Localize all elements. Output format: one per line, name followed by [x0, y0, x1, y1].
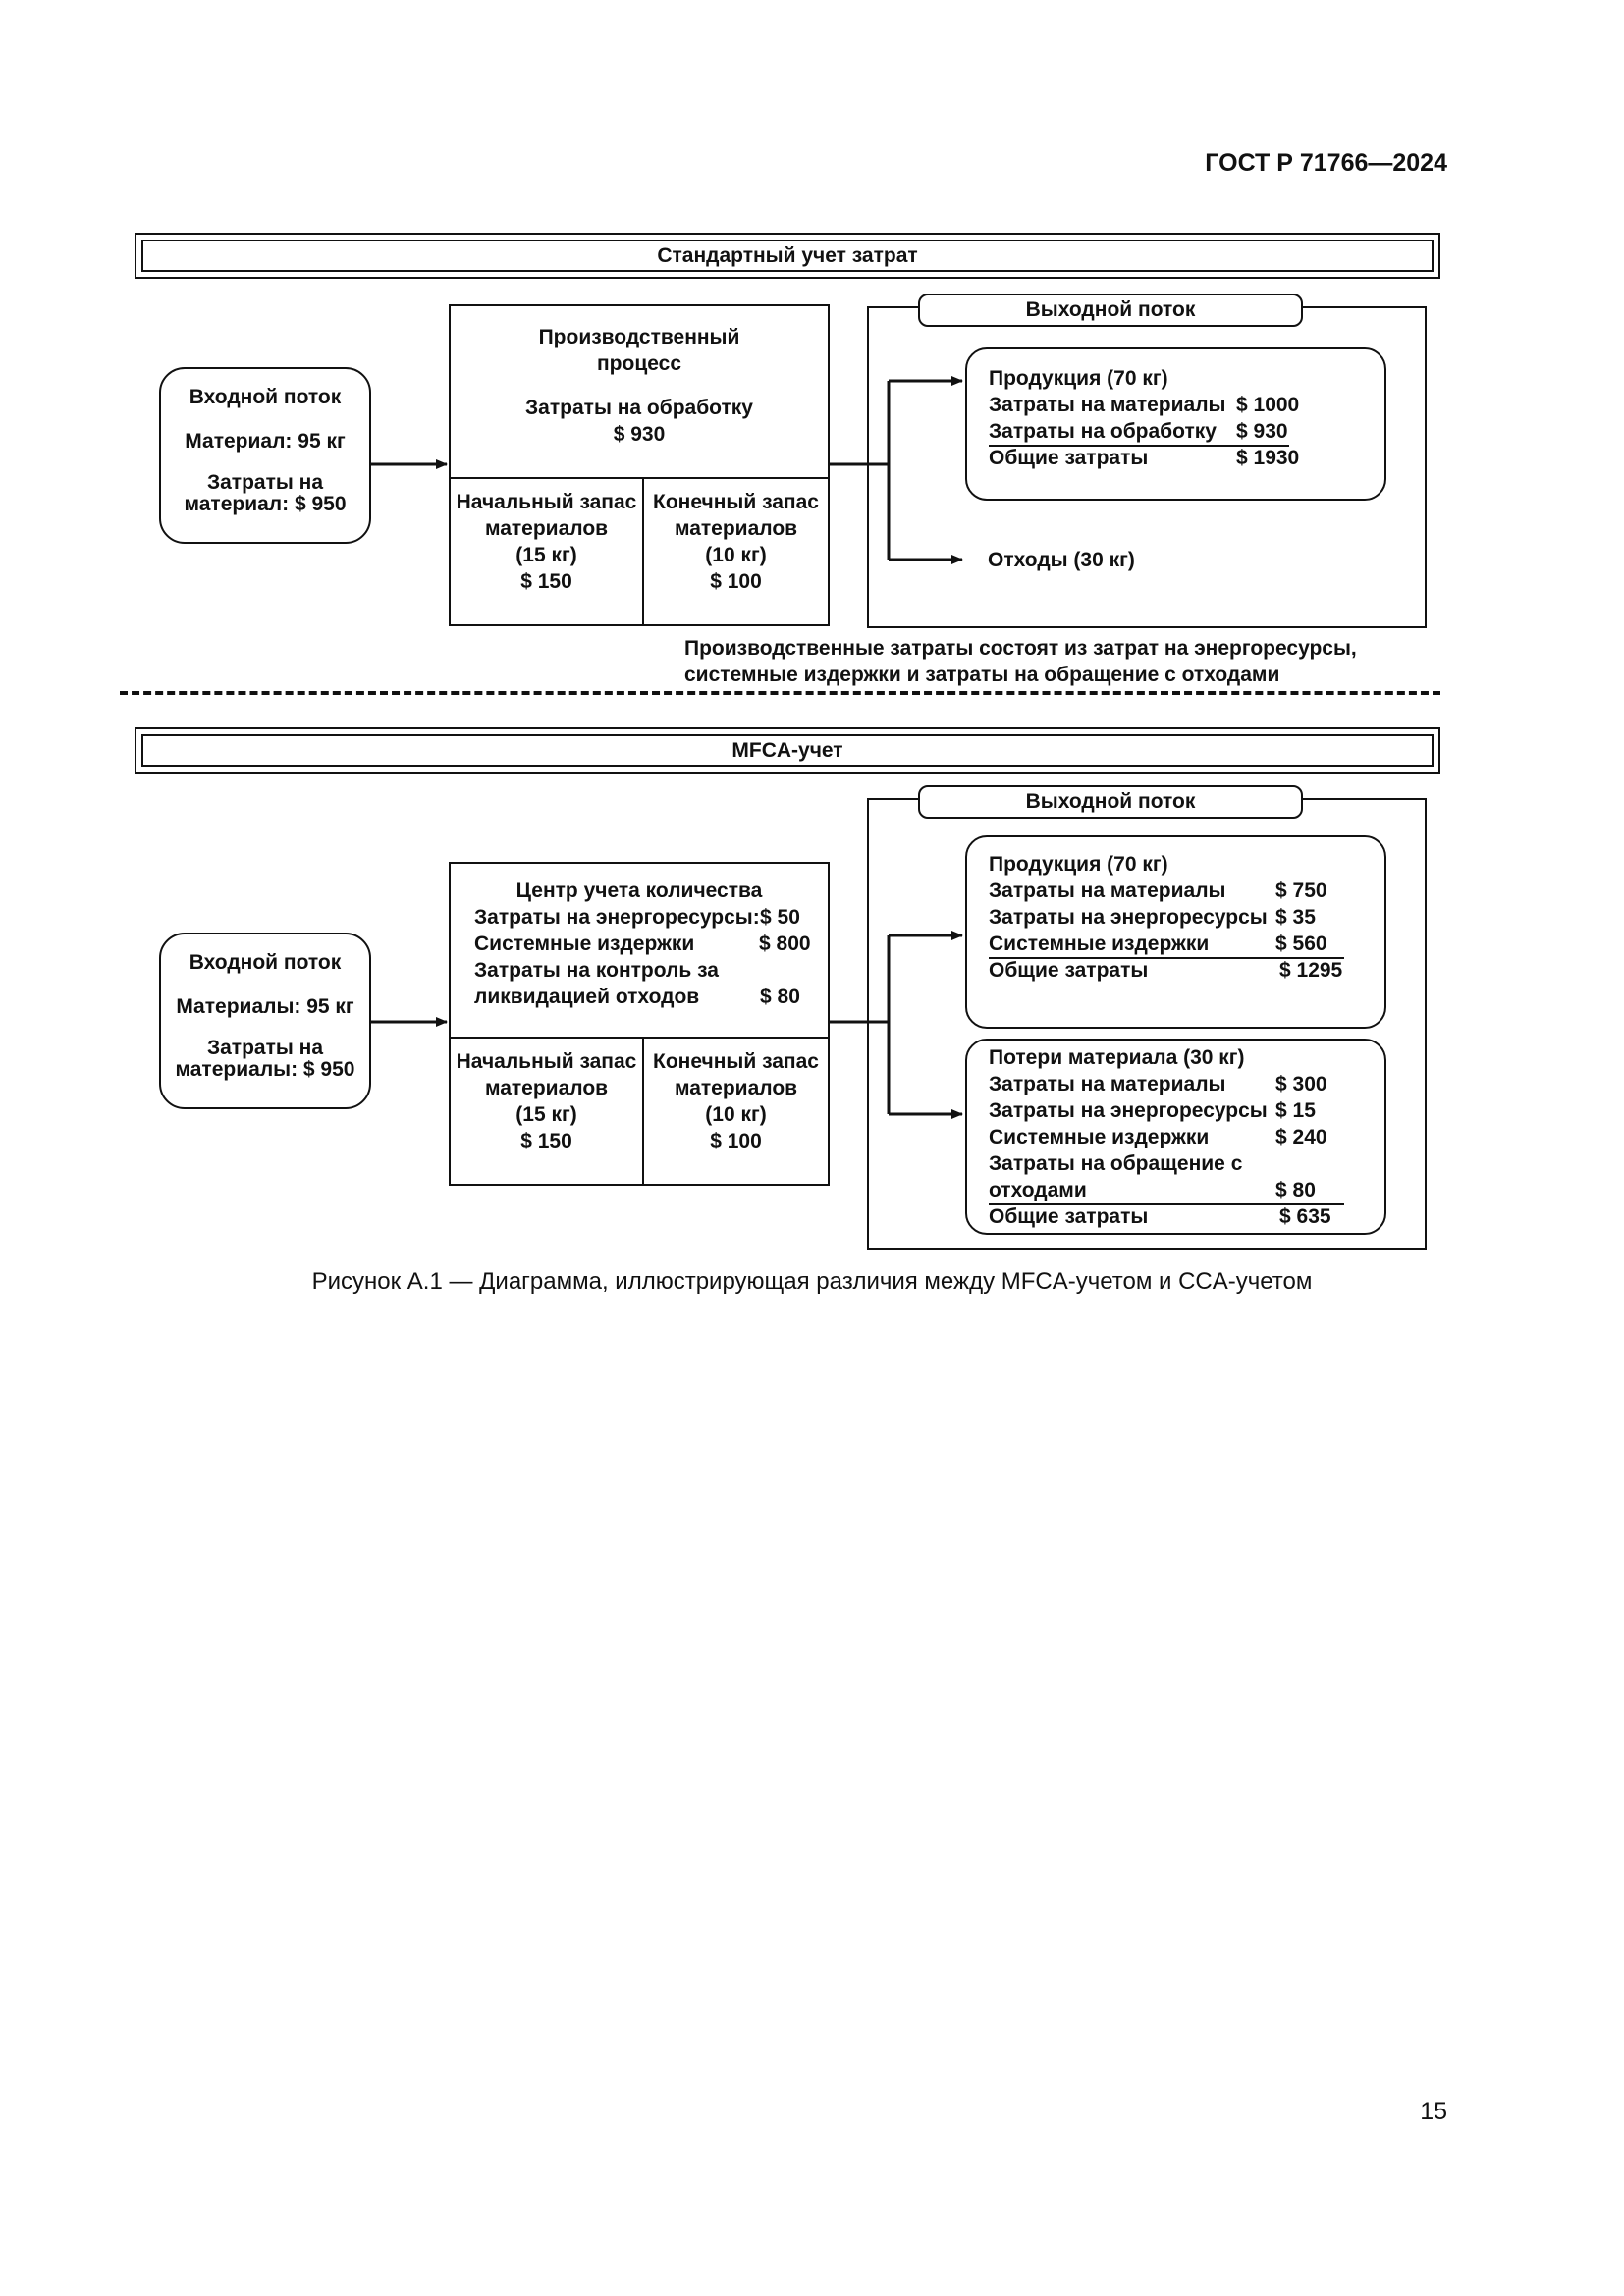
process-cost-label: Затраты на обработку [525, 397, 753, 419]
mfca-product-title: Продукция (70 кг) [989, 853, 1168, 876]
initial-stock-qty: (15 кг) [515, 544, 577, 566]
page-number: 15 [1420, 2098, 1447, 2125]
process-cost-value: $ 930 [613, 423, 666, 446]
section-divider [120, 691, 1440, 695]
figure-caption: Рисунок А.1 — Диаграмма, иллюстрирующая … [311, 1268, 1313, 1295]
standard-input-box: Входной поток Материал: 95 кг Затраты на… [159, 367, 371, 544]
final-stock-line1: Конечный запас [653, 491, 819, 513]
mfca-input-box: Входной поток Материалы: 95 кг Затраты н… [159, 933, 371, 1109]
input-cost-line1: Затраты на [206, 471, 324, 494]
mfca-loss-total-divider [989, 1203, 1344, 1205]
final-stock-value: $ 100 [710, 570, 762, 593]
document-code: ГОСТ Р 71766—2024 [1205, 149, 1447, 177]
mfca-center-title: Центр учета количества [515, 880, 763, 902]
initial-stock-line1: Начальный запас [456, 491, 637, 513]
mfca-loss-title: Потери материала (30 кг) [989, 1046, 1245, 1069]
mfca-output-tab: Выходной поток [918, 785, 1303, 819]
mfca-initial-stock-qty: (15 кг) [515, 1103, 577, 1126]
standard-product-box: Продукция (70 кг) Затраты на материалы $… [965, 347, 1386, 501]
mfca-final-stock-cell: Конечный запас материалов (10 кг) $ 100 [644, 1039, 828, 1184]
mfca-final-stock-line2: материалов [674, 1077, 798, 1099]
input-cost-line2: материал: $ 950 [184, 493, 347, 515]
mfca-product-total-divider [989, 957, 1344, 959]
mfca-input-cost-line2: материалы: $ 950 [175, 1058, 355, 1081]
mfca-final-stock-line1: Конечный запас [653, 1050, 819, 1073]
mfca-band: MFCA-учет [135, 727, 1440, 774]
process-title-line1: Производственный [538, 326, 740, 348]
standard-output-tab: Выходной поток [918, 294, 1303, 327]
standard-note-line2: системные издержки и затраты на обращени… [684, 664, 1280, 686]
input-title: Входной поток [189, 386, 342, 408]
mfca-initial-stock-value: $ 150 [520, 1130, 572, 1152]
standard-waste-label: Отходы (30 кг) [988, 549, 1135, 571]
initial-stock-line2: материалов [484, 517, 609, 540]
final-stock-line2: материалов [674, 517, 798, 540]
mfca-initial-stock-line1: Начальный запас [456, 1050, 637, 1073]
mfca-final-stock-value: $ 100 [710, 1130, 762, 1152]
mfca-final-stock-qty: (10 кг) [705, 1103, 767, 1126]
product-title: Продукция (70 кг) [989, 367, 1168, 390]
initial-stock-value: $ 150 [520, 570, 572, 593]
mfca-initial-stock-cell: Начальный запас материалов (15 кг) $ 150 [451, 1039, 644, 1184]
mfca-initial-stock-line2: материалов [484, 1077, 609, 1099]
mfca-input-cost-line1: Затраты на [206, 1037, 324, 1059]
mfca-product-box: Продукция (70 кг) Затраты на материалы $… [965, 835, 1386, 1029]
standard-band: Стандартный учет затрат [135, 233, 1440, 279]
standard-band-title: Стандартный учет затрат [141, 240, 1434, 272]
process-title-line2: процесс [596, 352, 681, 375]
mfca-input-title: Входной поток [189, 951, 342, 974]
standard-note-line1: Производственные затраты состоят из затр… [684, 637, 1357, 660]
mfca-input-material: Материалы: 95 кг [176, 995, 354, 1018]
mfca-loss-box: Потери материала (30 кг) Затраты на мате… [965, 1039, 1386, 1235]
standard-process-box: Производственный процесс Затраты на обра… [449, 304, 830, 626]
final-stock-cell: Конечный запас материалов (10 кг) $ 100 [644, 479, 828, 624]
input-material: Материал: 95 кг [185, 430, 346, 453]
final-stock-qty: (10 кг) [705, 544, 767, 566]
stock-row: Начальный запас материалов (15 кг) $ 150… [451, 477, 828, 624]
mfca-stock-row: Начальный запас материалов (15 кг) $ 150… [451, 1037, 828, 1184]
initial-stock-cell: Начальный запас материалов (15 кг) $ 150 [451, 479, 644, 624]
mfca-band-title: MFCA-учет [141, 734, 1434, 767]
mfca-center-box: Центр учета количества Затраты на энерго… [449, 862, 830, 1186]
product-total-divider [989, 445, 1289, 447]
